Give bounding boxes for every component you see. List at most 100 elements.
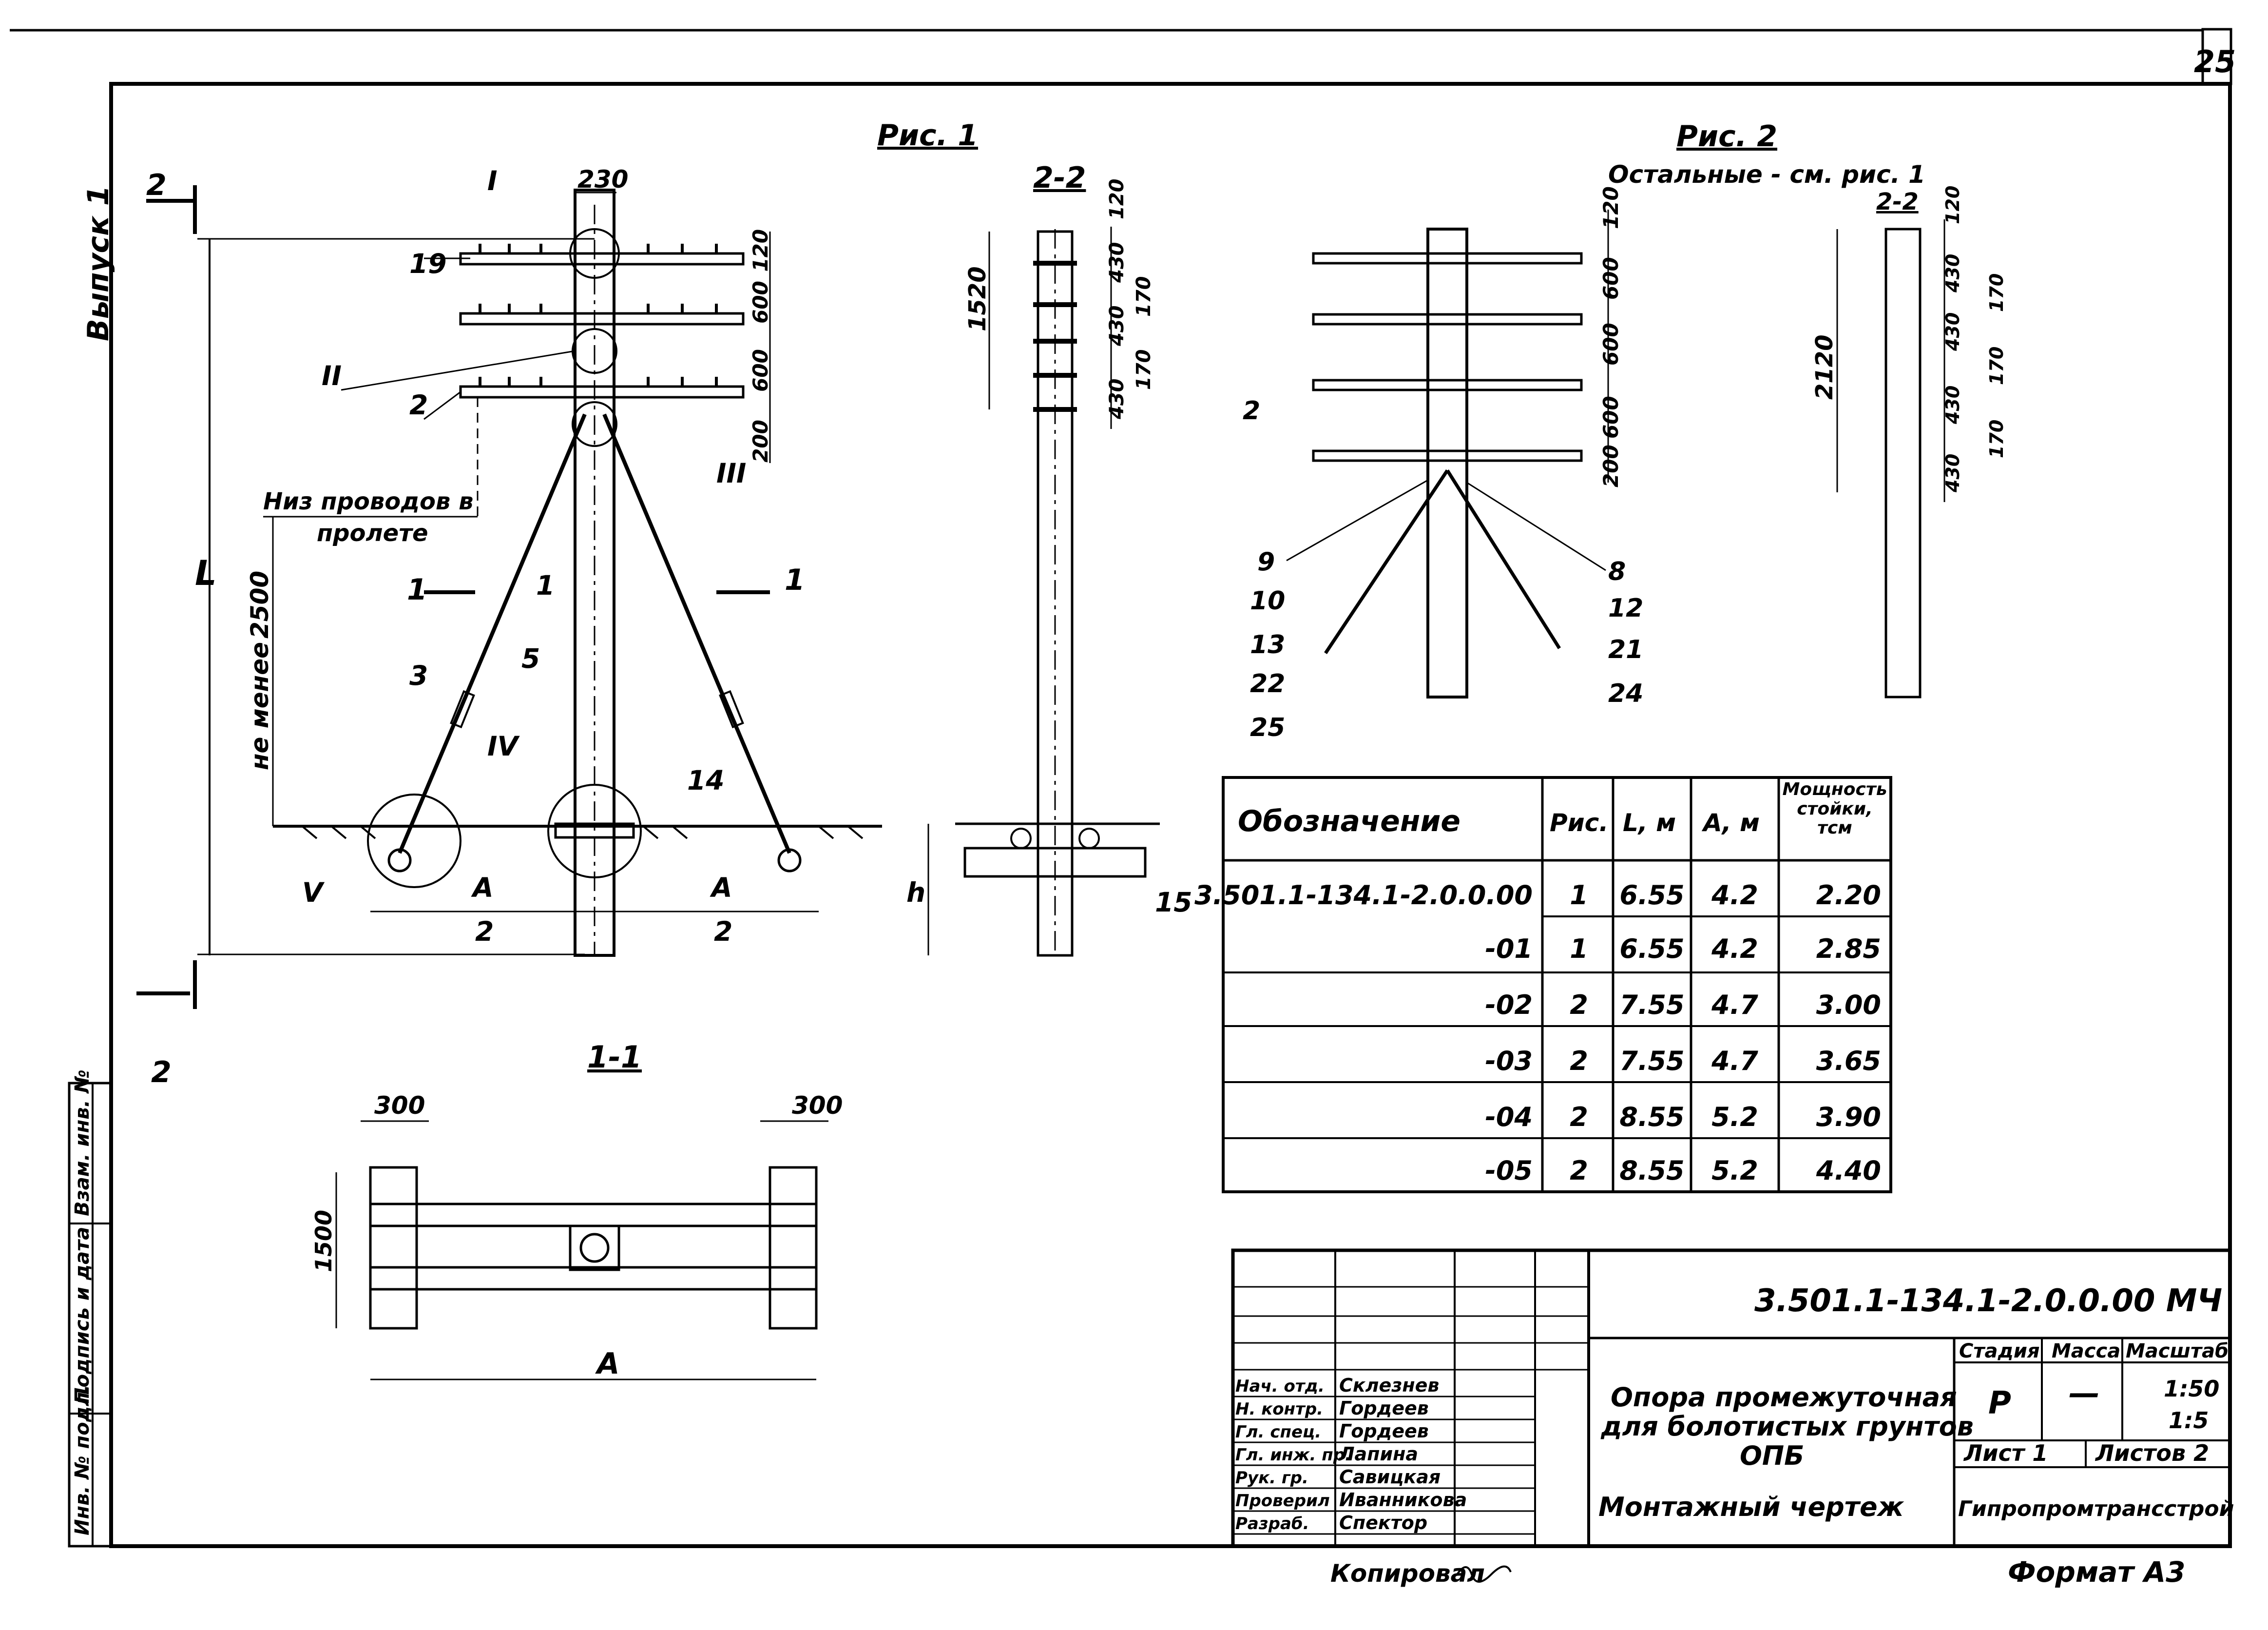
table-cell: 6.55	[1619, 933, 1684, 964]
not-less: не менее	[246, 642, 274, 770]
fig2-sec-dim-120: 120	[1942, 186, 1963, 224]
sec22-dim-430b: 430	[1106, 306, 1128, 347]
detail-IV: IV	[487, 731, 520, 762]
sheet-number: 25	[2194, 44, 2236, 79]
detail-II: II	[322, 360, 342, 391]
drawing-code: 3.501.1-134.1-2.0.0.00 МЧ	[1754, 1283, 2222, 1319]
fig2-title: Рис. 2	[1676, 119, 1777, 154]
fig1-A-right: А	[710, 872, 732, 903]
sec11-right-300: 300	[792, 1091, 843, 1120]
fig2-label-25: 25	[1250, 713, 1285, 742]
fig2-label-21: 21	[1608, 635, 1643, 664]
fig1-dim-600a: 600	[749, 281, 772, 324]
dim-2120: 2120	[1811, 334, 1838, 400]
signer-name: Спектор	[1339, 1512, 1427, 1533]
table-cell: 3.90	[1816, 1102, 1881, 1132]
figure-1: Рис. 1 2 2 L	[136, 118, 978, 1089]
table-cell: -01	[1485, 933, 1533, 964]
fig2-section-title: 2-2	[1876, 188, 1919, 215]
signer-role: Рук. гр.	[1235, 1468, 1308, 1488]
label-1: 1	[536, 570, 555, 601]
table-cell: 4.7	[1711, 990, 1758, 1020]
table-cell: 1	[1570, 933, 1588, 964]
fig2-label-10: 10	[1250, 586, 1285, 616]
table-cell: 2	[1570, 990, 1588, 1020]
detail-III: III	[716, 458, 746, 489]
label-5: 5	[521, 643, 540, 674]
organization: Гипропромтрансстрой	[1958, 1496, 2234, 1521]
fig2-sec-dim-430a: 430	[1942, 254, 1963, 293]
th-A: А, м	[1701, 809, 1760, 837]
fig1-A-left: А	[471, 872, 494, 903]
fig1-half-left: 2	[475, 916, 494, 947]
table-cell: 6.55	[1619, 880, 1684, 911]
signer-role: Н. контр.	[1235, 1399, 1323, 1419]
dim-2500: 2500	[246, 571, 274, 639]
fig1-title: Рис. 1	[877, 118, 978, 153]
fig2-dim-600b: 600	[1599, 323, 1623, 366]
label-19: 19	[409, 248, 447, 279]
table-cell: 2	[1570, 1046, 1588, 1076]
sheet-no: Лист 1	[1963, 1440, 2048, 1466]
table-cell: 4.40	[1816, 1155, 1881, 1186]
section-1-right: 1	[785, 563, 805, 597]
scale-2: 1:5	[2169, 1407, 2209, 1434]
fig2-dim-600c: 600	[1599, 396, 1623, 439]
table-cell: 4.7	[1711, 1046, 1758, 1076]
table-cell: -02	[1485, 990, 1533, 1020]
side-stamp: Инв. № подл. Подпись и дата Взам. инв. №…	[68, 186, 115, 1548]
format-label: Формат А3	[2008, 1555, 2185, 1589]
table-cell: 2	[1570, 1155, 1588, 1186]
fig2-sec-dim-430d: 430	[1942, 454, 1963, 493]
sec22-dim-170a: 170	[1133, 276, 1155, 317]
table-cell: 2.20	[1816, 880, 1881, 911]
scale-1: 1:50	[2164, 1376, 2219, 1402]
sec22-dim-430c: 430	[1106, 379, 1128, 420]
fig2-label-12: 12	[1608, 594, 1643, 623]
issue-label: Выпуск 1	[81, 186, 115, 341]
fig1-dim-600b: 600	[749, 349, 772, 392]
signer-name: Лапина	[1339, 1443, 1418, 1465]
table-cell: 7.55	[1619, 1046, 1684, 1076]
fig2-label-24: 24	[1608, 679, 1643, 708]
label-2: 2	[409, 389, 428, 421]
fig2-label-22: 22	[1250, 669, 1285, 699]
sheets-total: Листов 2	[2095, 1440, 2209, 1466]
sec11-A: А	[595, 1347, 619, 1381]
fig2-sec-dim-170b: 170	[1986, 347, 2007, 385]
table-cell: 2.85	[1816, 933, 1881, 964]
sec22-dim-430a: 430	[1106, 242, 1128, 284]
mass-value: —	[2069, 1376, 2100, 1412]
table-cell: -05	[1485, 1155, 1533, 1186]
note-line1: Низ проводов в	[263, 488, 473, 515]
fig2-sec-dim-430b: 430	[1942, 312, 1963, 351]
signer-name: Гордеев	[1339, 1397, 1429, 1419]
table-cell: 2	[1570, 1102, 1588, 1132]
stage-value: Р	[1988, 1385, 2011, 1421]
table-cell: 8.55	[1619, 1155, 1684, 1186]
label-15: 15	[1155, 887, 1192, 918]
fig2-dim-600a: 600	[1599, 257, 1623, 300]
stamp-replace: Взам. инв. №	[71, 1069, 94, 1216]
table-cell: 3.00	[1816, 990, 1881, 1020]
fig2-dim-120: 120	[1599, 186, 1623, 229]
table-cell: -03	[1485, 1046, 1533, 1076]
th-L: L, м	[1623, 809, 1676, 837]
copier-signature	[1456, 1565, 1512, 1583]
section11-title: 1-1	[587, 1039, 642, 1075]
section22-title: 2-2	[1033, 161, 1086, 195]
section-2-2: 2-2 1520 120 430 430 430 170 170 h 15	[906, 161, 1192, 957]
name-line1: Опора промежуточная	[1611, 1382, 1957, 1413]
mass-label: Масса	[2052, 1340, 2120, 1362]
stamp-sign: Подпись и дата	[71, 1227, 94, 1404]
stamp-inv: Инв. № подл.	[71, 1384, 94, 1535]
section-mark-bottom: 2	[151, 1055, 172, 1089]
th-fig: Рис.	[1550, 809, 1608, 837]
signer-role: Гл. инж. пр.	[1235, 1445, 1351, 1465]
fig2-note: Остальные - см. рис. 1	[1608, 160, 1925, 189]
signer-role: Проверил	[1235, 1491, 1330, 1511]
label-3: 3	[409, 660, 428, 691]
